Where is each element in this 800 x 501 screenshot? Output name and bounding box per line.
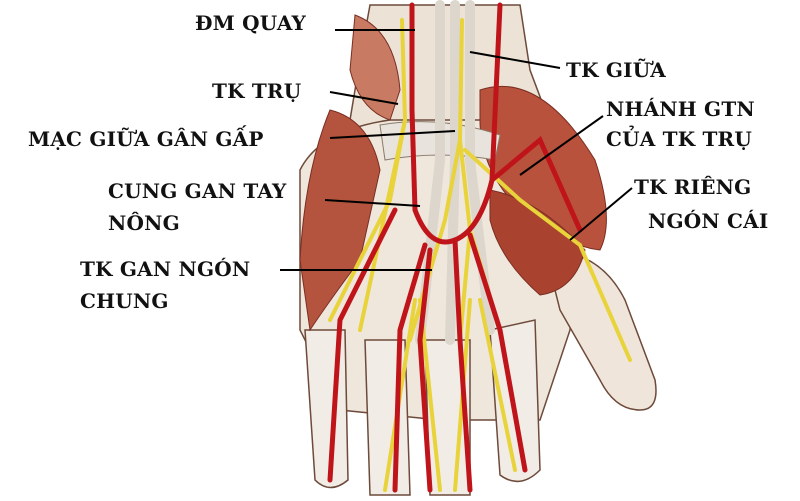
label-radial-artery: ĐM QUAY <box>195 11 307 35</box>
label-superficial-palmar-arch-line2: NÔNG <box>108 211 180 235</box>
finger-index <box>304 329 349 489</box>
label-thumb-proper-nerve-line1: TK RIÊNG <box>634 175 752 199</box>
label-flexor-retinaculum: MẠC GIỮA GÂN GẤP <box>28 127 264 151</box>
label-common-palmar-digital-nerve-line1: TK GAN NGÓN <box>80 257 251 281</box>
thenar-muscle-lower <box>489 189 586 296</box>
arteries <box>327 2 583 493</box>
label-ulnar-deep-branch-line1: NHÁNH GTN <box>606 97 755 121</box>
label-common-palmar-digital-nerve-line2: CHUNG <box>80 289 169 313</box>
label-ulnar-nerve: TK TRỤ <box>212 79 302 103</box>
label-superficial-palmar-arch-line1: CUNG GAN TAY <box>108 179 287 203</box>
label-median-nerve: TK GIỮA <box>566 58 667 82</box>
label-thumb-proper-nerve-line2: NGÓN CÁI <box>648 209 769 233</box>
label-ulnar-deep-branch-line2: CỦA TK TRỤ <box>606 127 753 151</box>
